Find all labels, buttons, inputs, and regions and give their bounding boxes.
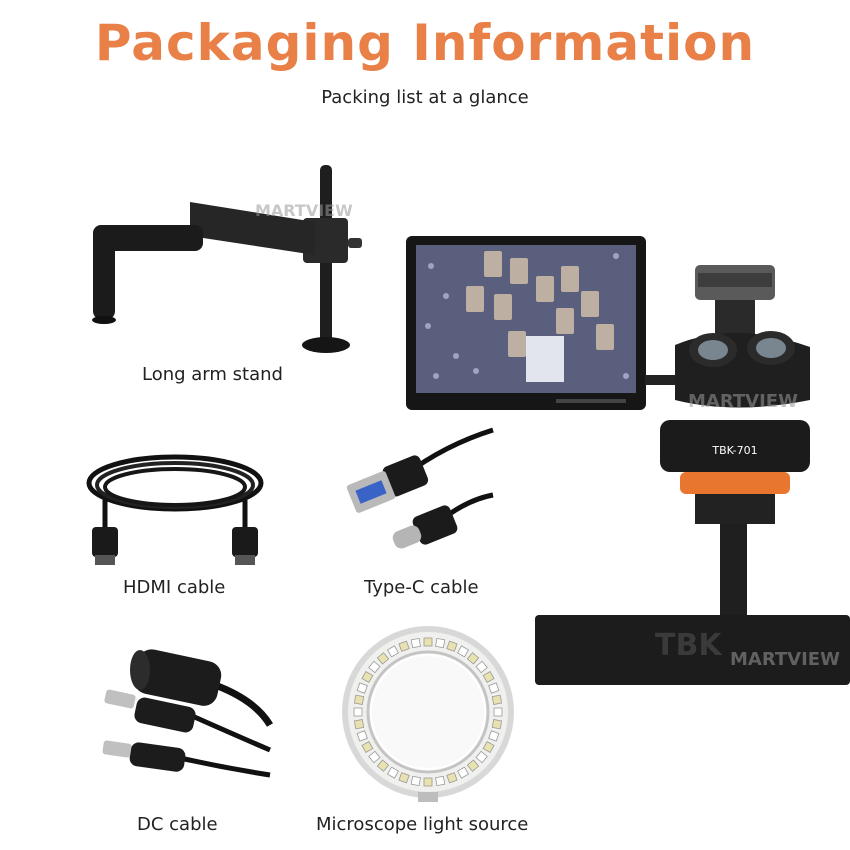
led-chip <box>376 759 390 772</box>
led-chip <box>435 637 446 649</box>
led-chip <box>488 730 500 742</box>
item-label-long-arm-stand: Long arm stand <box>142 364 283 385</box>
led-chip <box>368 750 381 764</box>
microscope-image: MARTVIEW TBK-701 TBK MARTVIEW <box>535 265 850 685</box>
led-chip <box>361 670 374 684</box>
led-chip <box>488 682 500 694</box>
model-label: TBK-701 <box>711 444 757 457</box>
led-chip <box>376 652 390 665</box>
led-chip <box>398 640 410 652</box>
type-c-cable-image <box>346 427 494 549</box>
led-chip <box>493 707 503 717</box>
led-chip <box>491 719 503 730</box>
led-chip <box>475 750 488 764</box>
led-chip <box>475 660 488 674</box>
led-chip <box>361 740 374 754</box>
led-chip <box>353 707 363 717</box>
page-title: Packaging Information <box>94 14 756 72</box>
led-chip <box>368 660 381 674</box>
led-chip <box>398 772 410 784</box>
led-chip <box>482 670 495 684</box>
dc-cable-image <box>102 649 274 778</box>
led-chip <box>353 719 365 730</box>
led-chip <box>410 637 421 649</box>
led-chip <box>410 775 421 787</box>
led-chip <box>386 766 400 779</box>
led-chip <box>456 645 470 658</box>
led-chip <box>466 759 480 772</box>
led-chip <box>356 682 368 694</box>
led-chip <box>482 740 495 754</box>
led-chip <box>446 640 458 652</box>
watermark: MARTVIEW <box>255 201 353 220</box>
item-label-type-c-cable: Type-C cable <box>364 577 479 598</box>
long-arm-stand-image: MARTVIEW <box>92 165 362 353</box>
base-brand: TBK <box>655 628 723 663</box>
watermark: MARTVIEW <box>730 649 840 670</box>
led-chip <box>446 772 458 784</box>
led-chip <box>386 645 400 658</box>
led-chip <box>356 730 368 742</box>
ring-light-image <box>342 626 514 802</box>
led-chip <box>423 777 433 787</box>
page-subtitle: Packing list at a glance <box>321 87 529 108</box>
monitor-image <box>406 236 646 410</box>
led-chip <box>466 652 480 665</box>
led-chip <box>456 766 470 779</box>
hdmi-cable-image <box>86 454 264 565</box>
led-chip <box>491 694 503 705</box>
led-chip <box>435 775 446 787</box>
item-label-hdmi-cable: HDMI cable <box>123 577 226 598</box>
watermark: MARTVIEW <box>688 391 798 412</box>
led-chip <box>353 694 365 705</box>
led-chip <box>423 637 433 647</box>
item-label-microscope-light-source: Microscope light source <box>316 814 529 835</box>
item-label-dc-cable: DC cable <box>137 814 218 835</box>
